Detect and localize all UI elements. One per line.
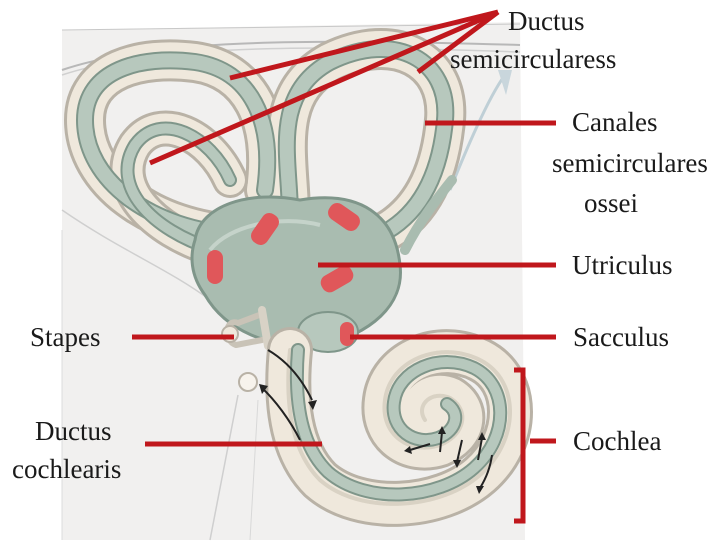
label-utriculus: Utriculus [572,250,673,280]
label-ductus-cochlearis-1: Ductus [35,416,112,446]
label-canales-2: semicirculares [552,148,708,178]
label-canales-3: ossei [584,188,638,218]
label-ductus-semicirculares-2: semicircularess [450,44,616,74]
label-stapes: Stapes [30,322,101,352]
label-ductus-cochlearis-2: cochlearis [12,454,121,484]
label-ductus-semicirculares-1: Ductus [508,6,585,36]
label-sacculus: Sacculus [573,322,669,352]
label-cochlea: Cochlea [573,426,661,456]
label-canales-1: Canales [572,107,657,137]
cochlea-spiral [259,350,510,504]
